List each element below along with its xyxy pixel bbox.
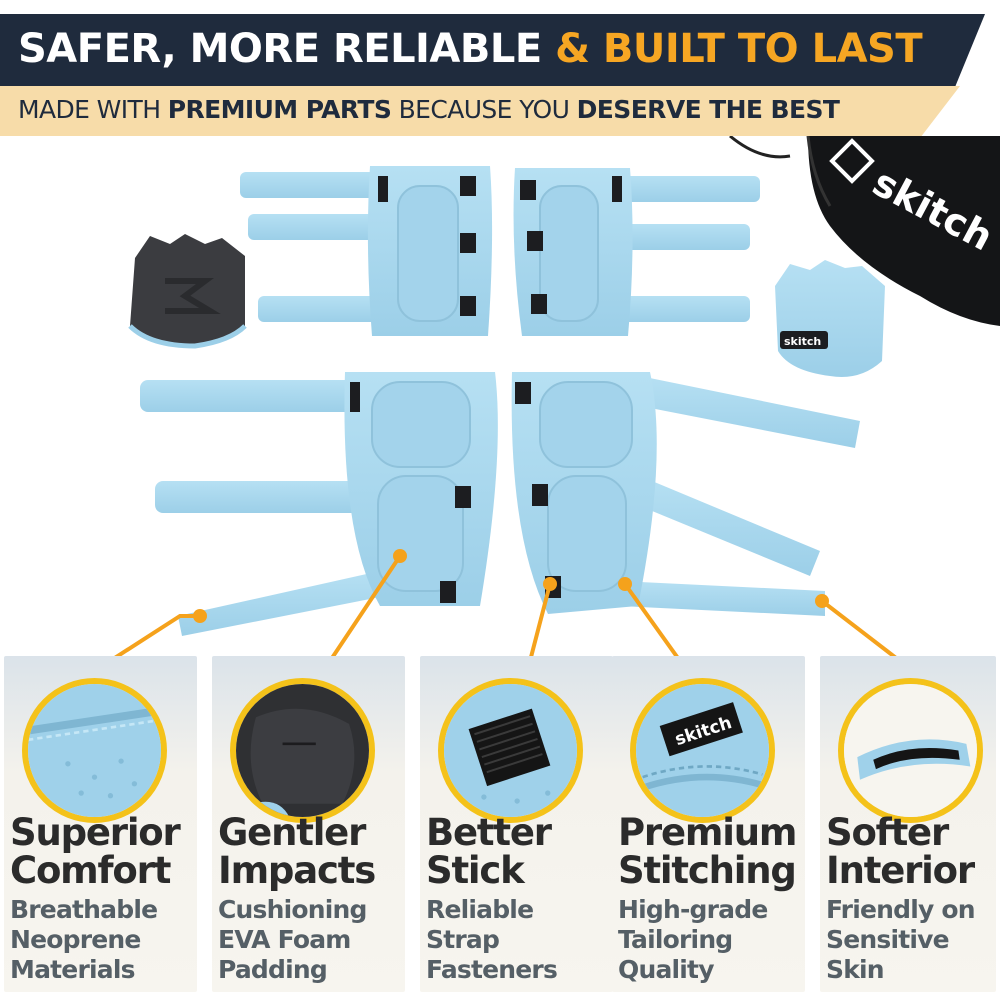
feature-desc-line: Friendly on	[826, 895, 976, 924]
feature-title: Softer Interior	[826, 814, 1000, 890]
feature-desc-line: Materials	[10, 955, 135, 984]
eva-foam-closeup	[236, 684, 369, 817]
feature-title-line: Impacts	[218, 849, 376, 892]
elbow-pad-left	[240, 166, 493, 336]
feature-desc-line: Padding	[218, 955, 328, 984]
neoprene-closeup	[28, 684, 161, 817]
feature-title-line: Interior	[826, 849, 975, 892]
feature-zoom-stick	[438, 678, 583, 823]
subheadline-banner: MADE WITH PREMIUM PARTS BECAUSE YOU DESE…	[0, 86, 960, 136]
feature-desc-line: Skin	[826, 955, 885, 984]
feature-desc-line: Reliable	[426, 895, 534, 924]
knee-pad-left	[140, 372, 498, 636]
feature-desc-line: Sensitive	[826, 925, 950, 954]
feature-desc-line: Tailoring	[618, 925, 733, 954]
feature-title: Premium Stitching	[618, 814, 819, 890]
carry-bag: skitch	[729, 136, 1000, 326]
feature-desc-line: EVA Foam	[218, 925, 351, 954]
feature-description: Cushioning EVA Foam Padding	[218, 895, 415, 985]
subheadline-part-2: PREMIUM PARTS	[167, 95, 392, 124]
feature-title-line: Comfort	[10, 849, 171, 892]
feature-desc-line: Strap	[426, 925, 500, 954]
headline-part-2: & BUILT TO LAST	[555, 26, 923, 72]
feature-interior: Softer Interior Friendly on Sensitive Sk…	[820, 656, 996, 992]
feature-title-line: Premium	[618, 811, 797, 854]
feature-zoom-impacts	[230, 678, 375, 823]
headline-banner: SAFER, MORE RELIABLE & BUILT TO LAST	[0, 14, 985, 86]
velcro-closeup	[444, 684, 577, 817]
feature-desc-line: Cushioning	[218, 895, 367, 924]
feature-title-line: Gentler	[218, 811, 366, 854]
feature-title-line: Superior	[10, 811, 181, 854]
feature-zoom-comfort	[22, 678, 167, 823]
feature-stitching: skitch Premium Stitching High-grade Tail…	[612, 656, 805, 992]
feature-desc-line: Breathable	[10, 895, 158, 924]
feature-impacts: Gentler Impacts Cushioning EVA Foam Padd…	[212, 656, 405, 992]
feature-desc-line: Fasteners	[426, 955, 558, 984]
product-photo: skitch skitch	[0, 136, 1000, 656]
right-glove: skitch	[775, 260, 885, 377]
feature-description: Breathable Neoprene Materials	[10, 895, 207, 985]
subheadline: MADE WITH PREMIUM PARTS BECAUSE YOU DESE…	[18, 95, 840, 124]
feature-title-line: Better	[426, 811, 552, 854]
feature-description: Reliable Strap Fasteners	[426, 895, 623, 985]
feature-desc-line: Quality	[618, 955, 715, 984]
subheadline-part-3: BECAUSE YOU	[391, 95, 577, 124]
stitching-closeup: skitch	[636, 684, 769, 817]
feature-comfort: Superior Comfort Breathable Neoprene Mat…	[4, 656, 197, 992]
elbow-pad-right	[513, 168, 760, 336]
callout-lines	[114, 554, 897, 656]
subheadline-part-4: DESERVE THE BEST	[576, 95, 840, 124]
headline-part-1: SAFER, MORE RELIABLE	[18, 26, 556, 72]
glove-label-text: skitch	[784, 335, 821, 348]
feature-desc-line: Neoprene	[10, 925, 141, 954]
feature-stick: Better Stick Reliable Strap Fasteners	[420, 656, 613, 992]
feature-description: High-grade Tailoring Quality	[618, 895, 815, 985]
left-glove	[128, 234, 247, 349]
feature-title: Better Stick	[426, 814, 627, 890]
feature-title-line: Stick	[426, 849, 525, 892]
feature-title-line: Softer	[826, 811, 949, 854]
feature-description: Friendly on Sensitive Skin	[826, 895, 1000, 985]
feature-title: Gentler Impacts	[218, 814, 419, 890]
subheadline-part-1: MADE WITH	[18, 95, 168, 124]
feature-title-line: Stitching	[618, 849, 797, 892]
feature-desc-line: High-grade	[618, 895, 768, 924]
headline: SAFER, MORE RELIABLE & BUILT TO LAST	[18, 26, 923, 72]
knee-pad-right	[511, 372, 860, 616]
feature-title: Superior Comfort	[10, 814, 211, 890]
feature-zoom-interior	[838, 678, 983, 823]
feature-zoom-stitching: skitch	[630, 678, 775, 823]
callout-dots	[193, 549, 829, 623]
product-illustration: skitch skitch	[114, 136, 1000, 656]
strap-closeup	[844, 684, 977, 817]
